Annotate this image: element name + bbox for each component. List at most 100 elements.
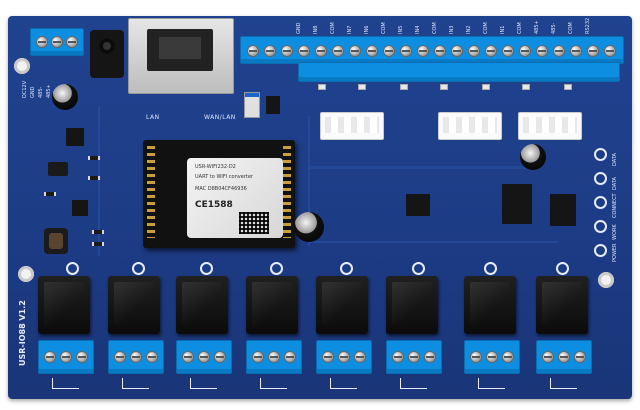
status-led-ring [594, 244, 607, 257]
terminal-screw [214, 351, 226, 363]
terminal-screw [604, 45, 616, 57]
terminal-screw [338, 351, 350, 363]
terminal-label: GND [296, 22, 302, 34]
optocoupler-array [320, 112, 384, 140]
terminal-label: IN3 [449, 25, 455, 34]
diode-component [244, 92, 260, 118]
relay-contact-symbol [550, 378, 577, 389]
terminal-screw [298, 45, 310, 57]
smd-resistor [92, 230, 104, 234]
relay-terminal-1 [38, 340, 94, 374]
relay-terminal-2 [108, 340, 164, 374]
relay-2 [108, 276, 160, 334]
relay-3 [176, 276, 228, 334]
relay-contact-symbol [478, 378, 505, 389]
terminal-screw [502, 45, 514, 57]
terminal-screw [536, 45, 548, 57]
terminal-screw [485, 45, 497, 57]
smd-led [400, 84, 408, 90]
terminal-screw [252, 351, 264, 363]
terminal-screw [146, 351, 158, 363]
terminal-screw [51, 36, 63, 48]
relay-8 [536, 276, 588, 334]
terminal-screw [332, 45, 344, 57]
mounting-hole [18, 266, 34, 282]
terminal-screw [281, 45, 293, 57]
ce-mark: CE1588 [195, 200, 233, 210]
circuit-board: LAN WAN/LAN GND IN8 COM IN7 IN6 COM IN5 … [8, 16, 632, 399]
terminal-screw [587, 45, 599, 57]
board-id: USR-IO88 V1.2 [18, 300, 27, 366]
relay-contact-symbol [260, 378, 287, 389]
driver-chip [547, 194, 579, 226]
module-shield: USR-WIFI232-D2 UART to WIFI converter MA… [187, 158, 283, 238]
terminal-label: COM [381, 22, 387, 34]
terminal-screw [574, 351, 586, 363]
input-terminal-base [298, 62, 620, 82]
terminal-label: COM [568, 22, 574, 34]
terminal-screw [268, 351, 280, 363]
smd-resistor [88, 156, 100, 160]
terminal-screw [349, 45, 361, 57]
terminal-label: RS232 [585, 17, 591, 34]
status-label: WORK [612, 224, 618, 240]
relay-contact-symbol [330, 378, 357, 389]
terminal-label: 485- [551, 22, 557, 34]
relay-led [132, 262, 145, 275]
relay-terminal-3 [176, 340, 232, 374]
smd-led [482, 84, 490, 90]
module-mac: MAC D8B04CF46936 [195, 186, 247, 192]
electrolytic-capacitor [294, 212, 324, 242]
rj45-ethernet-port [128, 18, 234, 94]
terminal-screw [354, 351, 366, 363]
terminal-screw [366, 45, 378, 57]
status-led-ring [594, 172, 607, 185]
header-pins [147, 146, 155, 238]
relay-terminal-4 [246, 340, 302, 374]
relay-led [556, 262, 569, 275]
status-led-ring [594, 196, 607, 209]
terminal-screw [114, 351, 126, 363]
status-label: DATA [612, 153, 618, 166]
relay-terminal-5 [316, 340, 372, 374]
terminal-screw [264, 45, 276, 57]
terminal-screw [470, 351, 482, 363]
smd-led [318, 84, 326, 90]
qr-code [239, 212, 269, 234]
relay-1 [38, 276, 90, 334]
left-label: GND [30, 86, 36, 98]
terminal-label: IN2 [466, 25, 472, 34]
optocoupler-array [438, 112, 502, 140]
terminal-screw [44, 351, 56, 363]
smd-resistor [92, 242, 104, 246]
smd-led [522, 84, 530, 90]
terminal-screw [434, 45, 446, 57]
relay-terminal-8 [536, 340, 592, 374]
ic-chip [69, 200, 91, 216]
pcb-trace [308, 166, 528, 169]
smd-led [358, 84, 366, 90]
module-desc: UART to WIFI converter [195, 174, 253, 180]
wan-label: WAN/LAN [204, 114, 236, 121]
optocoupler-array [518, 112, 582, 140]
terminal-screw [486, 351, 498, 363]
terminal-label: COM [483, 22, 489, 34]
terminal-screw [502, 351, 514, 363]
terminal-label: COM [432, 22, 438, 34]
terminal-screw [558, 351, 570, 363]
header-pins [283, 146, 291, 238]
terminal-screw [66, 36, 78, 48]
relay-led [340, 262, 353, 275]
relay-contact-symbol [52, 378, 79, 389]
status-led-ring [594, 148, 607, 161]
relay-6 [386, 276, 438, 334]
terminal-screw [542, 351, 554, 363]
ic-chip [63, 128, 87, 146]
pcb-trace [308, 116, 310, 246]
microcontroller-chip [403, 194, 433, 216]
relay-led [412, 262, 425, 275]
terminal-label: COM [330, 22, 336, 34]
terminal-screw [182, 351, 194, 363]
terminal-screw [553, 45, 565, 57]
mounting-hole [598, 272, 614, 288]
